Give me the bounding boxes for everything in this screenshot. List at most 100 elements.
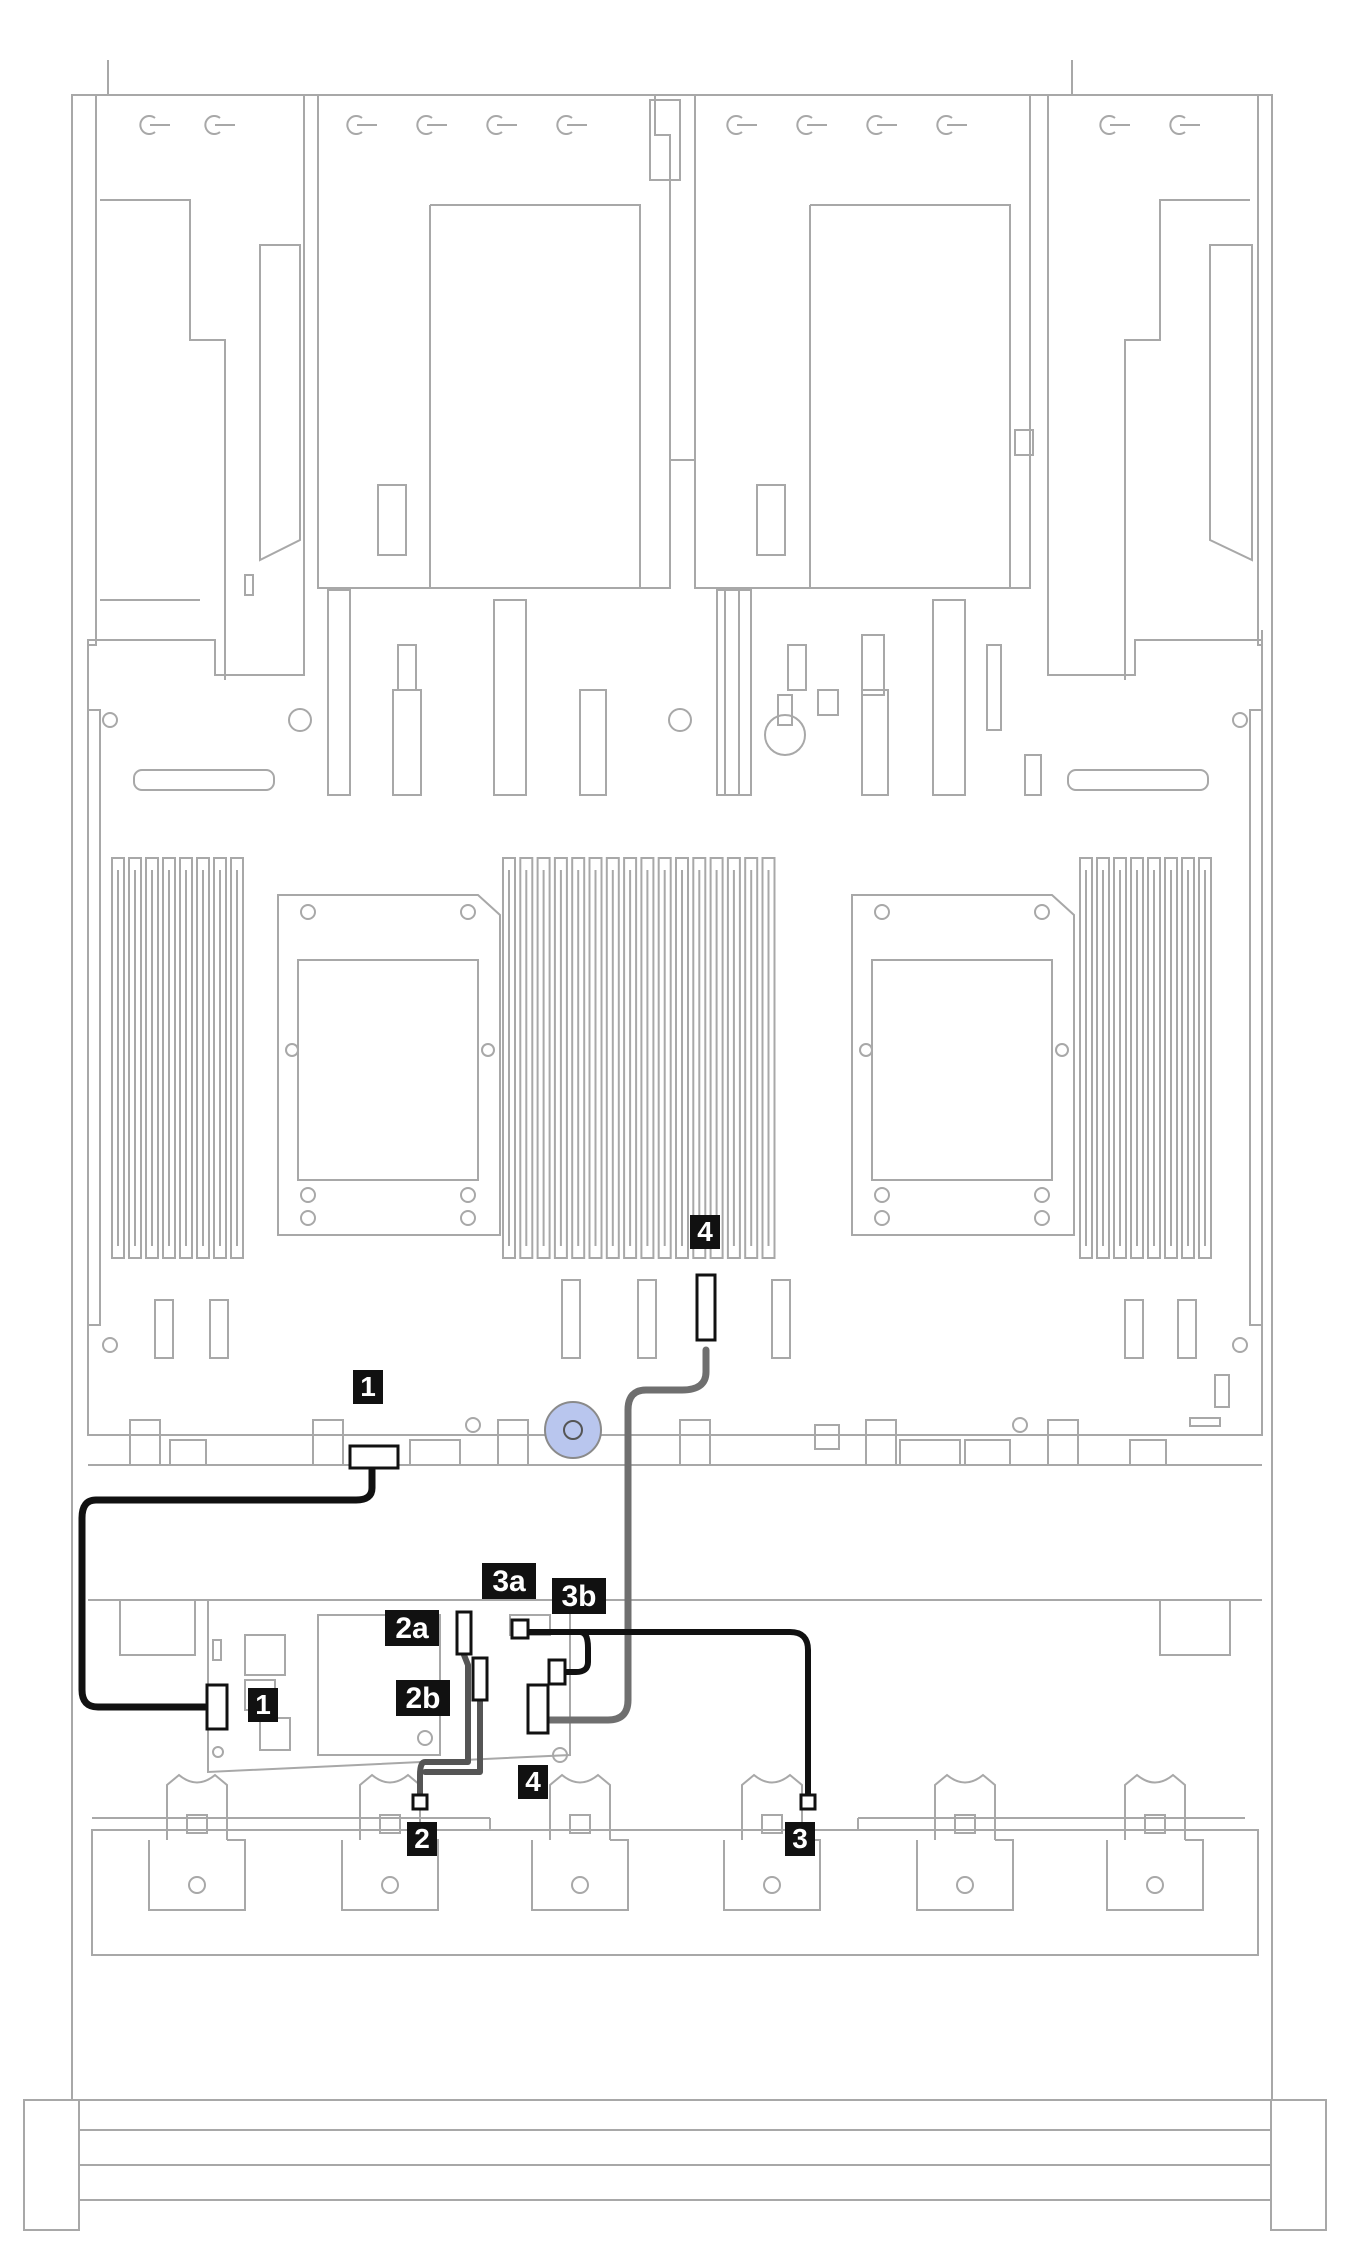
dimm-bank-center bbox=[502, 857, 776, 1259]
fan-body bbox=[1106, 1839, 1204, 1911]
dimm-slot bbox=[675, 857, 689, 1259]
cable-2-connectors bbox=[411, 1610, 489, 1811]
cable-4 bbox=[546, 1346, 710, 1724]
callout-3a-label: 3a bbox=[492, 1565, 526, 1598]
fan-body bbox=[148, 1839, 246, 1911]
callout-3a: 3a bbox=[482, 1563, 536, 1599]
callout-1-left-label: 1 bbox=[255, 1689, 271, 1720]
callout-2a: 2a bbox=[385, 1610, 439, 1646]
dimm-slot bbox=[623, 857, 638, 1259]
cable-1-connectors bbox=[205, 1444, 400, 1731]
dimm-slot bbox=[571, 857, 586, 1259]
riser-right-slots-icon bbox=[1099, 115, 1200, 135]
callout-4-bottom-label: 4 bbox=[525, 1766, 541, 1797]
fan-unit bbox=[531, 1773, 629, 1911]
fan-latch-tab bbox=[379, 1814, 401, 1834]
callout-3b: 3b bbox=[552, 1578, 606, 1614]
fan-latch-tab bbox=[1144, 1814, 1166, 1834]
fan-unit bbox=[148, 1773, 246, 1911]
fan-latch-tab bbox=[186, 1814, 208, 1834]
dimm-slot bbox=[536, 857, 551, 1259]
riser-center-right-slots-icon bbox=[726, 115, 967, 135]
processor-socket-left bbox=[277, 894, 501, 1236]
fan-array bbox=[148, 1773, 1204, 1911]
dimm-slot bbox=[761, 857, 776, 1259]
callout-4-bottom: 4 bbox=[518, 1765, 548, 1799]
pcie-slot-connectors-lower bbox=[154, 1279, 1230, 1427]
riser-left bbox=[87, 94, 305, 680]
cable-3 bbox=[517, 1629, 811, 1798]
callout-3: 3 bbox=[785, 1822, 815, 1856]
fan-latch bbox=[166, 1773, 228, 1840]
fan-hub bbox=[956, 1876, 974, 1894]
dimm-slot bbox=[553, 857, 568, 1259]
dimm-slot bbox=[111, 857, 125, 1259]
dimm-slot bbox=[1198, 857, 1212, 1259]
dimm-slot bbox=[692, 857, 707, 1259]
dimm-slot bbox=[519, 857, 534, 1259]
fan-latch bbox=[934, 1773, 996, 1840]
callout-4-top: 4 bbox=[690, 1215, 720, 1249]
fan-latch-tab bbox=[569, 1814, 591, 1834]
dimm-slot bbox=[1130, 857, 1144, 1259]
dimm-slot bbox=[1096, 857, 1110, 1259]
dimm-slot bbox=[196, 857, 210, 1259]
fan-latch bbox=[1124, 1773, 1186, 1840]
dimm-slot bbox=[726, 857, 741, 1259]
callout-2-label: 2 bbox=[414, 1823, 430, 1854]
dimm-slot bbox=[657, 857, 672, 1259]
fan-cage bbox=[91, 1817, 1259, 1956]
callout-2: 2 bbox=[407, 1822, 437, 1856]
fan-hub bbox=[1146, 1876, 1164, 1894]
callout-3-label: 3 bbox=[792, 1823, 808, 1854]
fan-latch bbox=[359, 1773, 421, 1840]
callout-3b-label: 3b bbox=[561, 1580, 596, 1613]
cable-1 bbox=[78, 1466, 376, 1711]
callout-2b: 2b bbox=[396, 1680, 450, 1716]
dimm-slot bbox=[145, 857, 159, 1259]
air-baffle-outline bbox=[88, 1599, 1262, 1656]
fan-hub bbox=[188, 1876, 206, 1894]
pcie-slot-connectors-upper bbox=[133, 574, 1209, 796]
callout-2a-label: 2a bbox=[395, 1612, 429, 1645]
dimm-slot bbox=[162, 857, 176, 1259]
cmos-battery-icon bbox=[288, 694, 806, 756]
dimm-slot bbox=[605, 857, 620, 1259]
cable-4-connectors bbox=[526, 1273, 717, 1735]
dimm-slot bbox=[744, 857, 759, 1259]
dimm-slot bbox=[588, 857, 603, 1259]
dimm-slot bbox=[709, 857, 724, 1259]
dimm-slot bbox=[230, 857, 244, 1259]
dimm-slot bbox=[179, 857, 193, 1259]
processor-socket-right bbox=[851, 894, 1075, 1236]
board-fan-power-icon bbox=[544, 1401, 602, 1459]
fan-unit bbox=[916, 1773, 1014, 1911]
fan-unit bbox=[1106, 1773, 1204, 1911]
dimm-slot bbox=[502, 857, 516, 1259]
dimm-slot bbox=[1113, 857, 1127, 1259]
dimm-slot bbox=[1079, 857, 1093, 1259]
fan-latch bbox=[741, 1773, 803, 1840]
fan-latch-tab bbox=[761, 1814, 783, 1834]
fan-latch bbox=[549, 1773, 611, 1840]
dimm-slot bbox=[1164, 857, 1178, 1259]
dimm-slot bbox=[640, 857, 655, 1259]
riser-center-left-slots-icon bbox=[346, 115, 587, 135]
fan-hub bbox=[571, 1876, 589, 1894]
callout-2b-label: 2b bbox=[405, 1682, 440, 1715]
fan-hub bbox=[381, 1876, 399, 1894]
fan-hub bbox=[763, 1876, 781, 1894]
dimm-bank-right bbox=[1079, 857, 1212, 1259]
riser-center-left bbox=[317, 94, 681, 589]
board-screws bbox=[102, 712, 1248, 1433]
dimm-slot bbox=[1181, 857, 1195, 1259]
callout-1-top-label: 1 bbox=[360, 1371, 376, 1402]
cable-3-connectors bbox=[510, 1618, 817, 1811]
dimm-slot bbox=[128, 857, 142, 1259]
fan-latch-tab bbox=[954, 1814, 976, 1834]
riser-center-right bbox=[670, 94, 1034, 589]
fan-body bbox=[916, 1839, 1014, 1911]
callout-1-top: 1 bbox=[353, 1370, 383, 1404]
board-power-connectors bbox=[129, 1419, 1167, 1466]
